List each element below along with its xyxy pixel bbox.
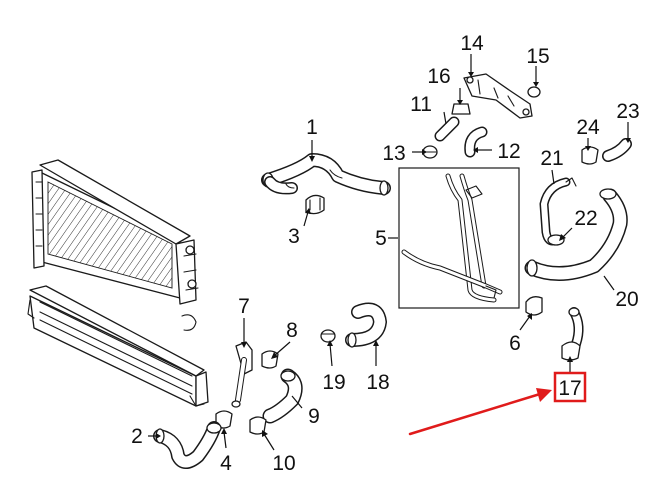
callout-12: 12 (497, 140, 520, 163)
callout-8: 8 (286, 319, 298, 342)
o-ring-15 (527, 86, 541, 98)
leader-lines (148, 54, 631, 451)
hose-9 (262, 368, 303, 424)
radiator (31, 159, 199, 331)
bracket-7 (231, 341, 253, 408)
pipe-assembly (398, 167, 520, 309)
callout-24: 24 (576, 116, 600, 139)
coolant-manifold (463, 73, 533, 119)
callout-22: 22 (574, 207, 597, 230)
callout-15: 15 (526, 45, 549, 68)
upper-radiator-hose (261, 153, 391, 196)
callout-18: 18 (366, 371, 389, 394)
callout-16: 16 (427, 65, 450, 88)
callout-6: 6 (509, 332, 521, 355)
callout-21: 21 (540, 147, 563, 170)
callout-3: 3 (288, 225, 300, 248)
hose-11 (434, 116, 460, 142)
callout-11: 11 (410, 93, 432, 116)
hose-20 (524, 188, 628, 282)
callout-13: 13 (382, 142, 405, 165)
clamp-8 (261, 350, 279, 369)
callout-1: 1 (306, 116, 318, 139)
callout-20: 20 (615, 288, 638, 311)
callout-2: 2 (131, 425, 143, 448)
callout-23: 23 (616, 100, 639, 123)
connector-pipe-17 (561, 307, 584, 361)
hose-12 (464, 126, 488, 158)
callout-labels: 1 2 3 4 5 6 7 8 9 10 11 12 13 14 15 16 1… (131, 32, 640, 475)
callout-5: 5 (375, 227, 387, 250)
callout-7: 7 (238, 295, 250, 318)
lower-hose-2 (153, 421, 222, 469)
hose-23 (602, 138, 632, 162)
charge-air-cooler (27, 285, 209, 407)
callout-19: 19 (322, 371, 345, 394)
highlight-17 (408, 371, 587, 436)
clamp-19 (320, 329, 336, 343)
callout-9: 9 (308, 405, 320, 428)
callout-4: 4 (220, 452, 232, 475)
clamp-24 (581, 146, 599, 165)
callout-17: 17 (558, 377, 581, 400)
pipe-21 (539, 177, 577, 246)
callout-10: 10 (272, 452, 295, 475)
sensor-16 (451, 103, 471, 115)
hose-18 (345, 302, 387, 348)
clamp-6 (525, 296, 543, 316)
callout-14: 14 (460, 32, 484, 55)
